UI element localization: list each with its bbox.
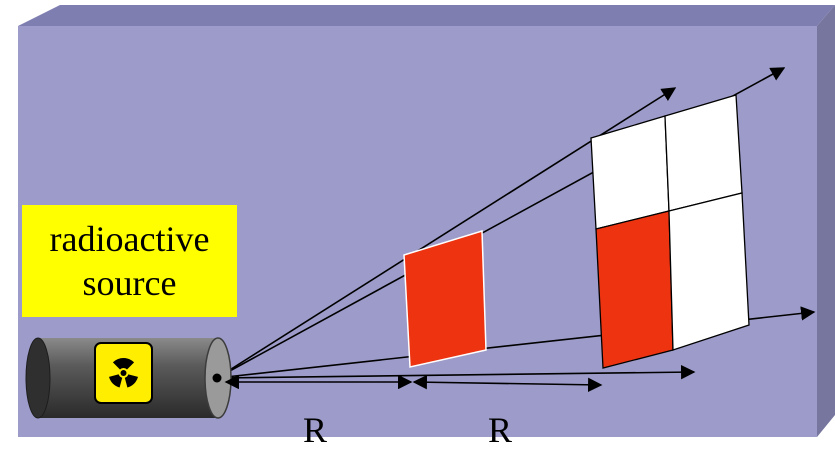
distance-arrow-r2	[412, 375, 603, 392]
source-label-line2: source	[82, 263, 177, 303]
distance-label-r1: R	[303, 410, 328, 450]
far-square-bottom-right	[668, 192, 750, 351]
panel-right-edge	[817, 5, 835, 437]
source-label-box: radioactive source	[22, 205, 237, 317]
far-square-bottom-left	[595, 210, 674, 369]
far-square-top-right	[664, 94, 743, 212]
radiation-hazard-icon	[94, 342, 153, 404]
near-square	[403, 229, 487, 368]
source-label-line1: radioactive	[49, 219, 210, 259]
distance-label-r2: R	[488, 410, 513, 450]
panel-top-edge	[18, 5, 835, 26]
